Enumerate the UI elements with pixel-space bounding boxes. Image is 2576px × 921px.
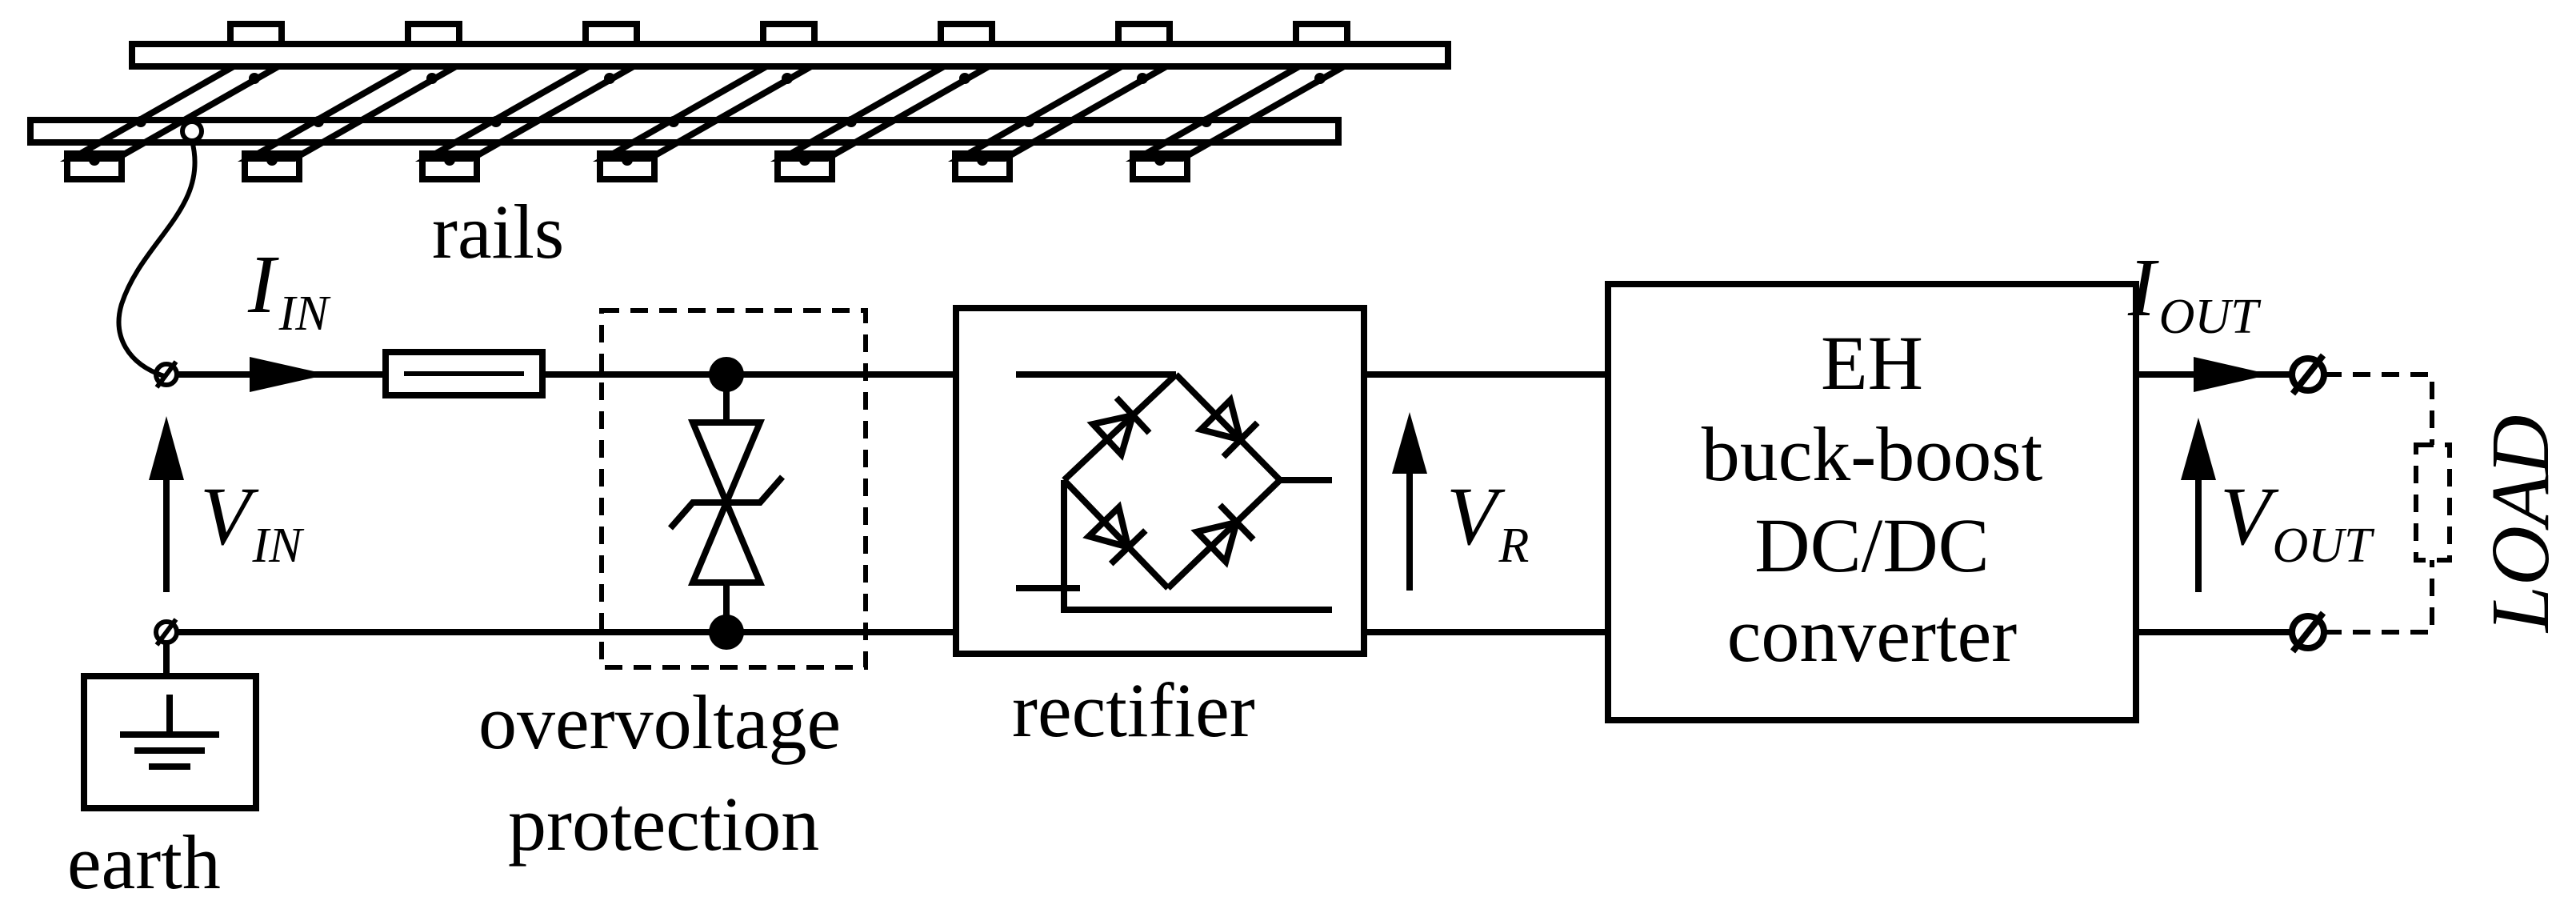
sleeper-bolt (604, 73, 615, 84)
fuse (382, 349, 546, 398)
converter-label-line4: converter (1727, 592, 2017, 678)
v-in-symbol: VIN (200, 471, 305, 573)
overvoltage-protection-box (599, 308, 868, 670)
converter-label-line3: DC/DC (1754, 503, 1989, 588)
rails-drawing (27, 21, 1451, 182)
load-label: LOAD (2474, 414, 2566, 634)
sleeper-bolt (782, 73, 793, 84)
sleeper-ends-bottom (64, 150, 1190, 182)
tvs-diode-icon (667, 374, 786, 632)
earth-ground-icon (120, 695, 219, 770)
converter-label-line1: EH (1821, 320, 1923, 406)
converter-box (1605, 281, 2139, 723)
sleeper-bolt (1314, 73, 1326, 84)
sleeper-end-bottom (419, 150, 480, 182)
rail-cable (116, 140, 198, 378)
sleeper-end-bottom (952, 150, 1013, 182)
load-wire-top (2324, 372, 2434, 445)
back-rail (129, 41, 1451, 70)
front-rail (27, 117, 1342, 146)
i-out-symbol: IOUT (2127, 242, 2262, 344)
sleeper-bolt (959, 73, 970, 84)
overvoltage-label-line2: protection (508, 781, 819, 867)
rail-connection-point (180, 119, 204, 143)
rectifier-box (953, 305, 1367, 657)
sleeper-end-bottom (64, 150, 125, 182)
i-in-arrow (250, 357, 328, 392)
v-in-arrow-head (149, 416, 184, 480)
earth-box (81, 673, 259, 811)
v-r-arrow-head (1392, 412, 1427, 474)
sleeper-end-bottom (1130, 150, 1190, 182)
v-out-arrow-head (2181, 418, 2216, 480)
output-terminal-top (2289, 353, 2327, 396)
sleeper-end-bottom (774, 150, 835, 182)
load-wire-bottom (2324, 560, 2434, 635)
rails-label: rails (432, 189, 564, 274)
v-out-symbol: VOUT (2220, 471, 2375, 573)
i-in-symbol: IIN (247, 238, 331, 341)
rectifier-label: rectifier (1012, 667, 1255, 753)
output-terminal-bottom (2289, 611, 2327, 654)
sleeper-bolt (249, 73, 260, 84)
i-out-arrow (2194, 357, 2270, 392)
converter-label-line2: buck-boost (1702, 411, 2043, 497)
bridge-rectifier-icon (1016, 371, 1332, 613)
load-resistor (2414, 442, 2452, 563)
overvoltage-label-line1: overvoltage (478, 679, 841, 765)
sleeper-end-bottom (242, 150, 302, 182)
sleeper-bolt (1137, 73, 1148, 84)
sleeper-bolt (426, 73, 438, 84)
input-terminal-bottom (154, 618, 179, 647)
sleeper-end-bottom (597, 150, 658, 182)
earth-label: earth (67, 819, 221, 905)
v-r-symbol: VR (1446, 471, 1529, 573)
